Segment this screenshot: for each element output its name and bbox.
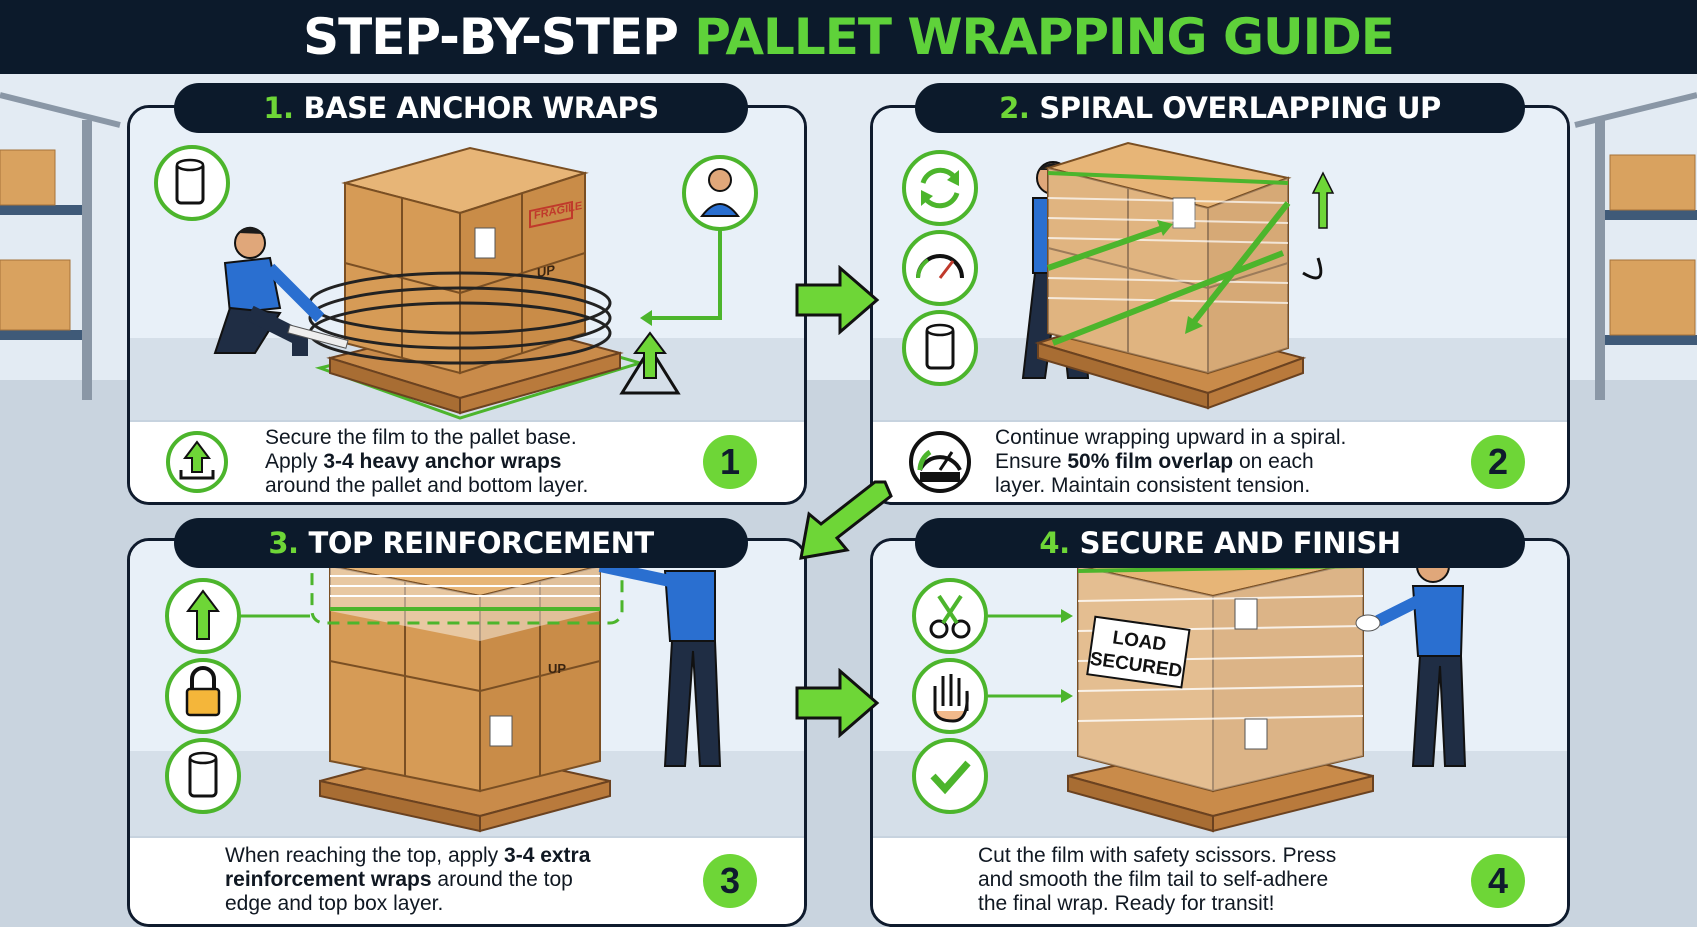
step-1-caption: Secure the film to the pallet base. Appl… (265, 426, 589, 497)
flow-arrow-3-to-4 (795, 668, 880, 738)
lock-icon (165, 658, 241, 734)
step-2-panel: Continue wrapping upward in a spiral. En… (870, 105, 1570, 505)
step-2-caption: Continue wrapping upward in a spiral. En… (995, 426, 1347, 497)
checkmark-icon (912, 738, 988, 814)
page-title: STEP-BY-STEP PALLET WRAPPING GUIDE (303, 12, 1395, 62)
up-label: UP (548, 661, 566, 676)
film-roll-icon (165, 738, 241, 814)
arrow-up-icon (165, 578, 241, 654)
step-1-panel: FRAGILE UP Secure the film to the pallet (127, 105, 807, 505)
step-4-badge: 4 (1471, 854, 1525, 908)
step-2-badge: 2 (1471, 435, 1525, 489)
step-4-header: 4.SECURE AND FINISH (915, 518, 1525, 568)
worker-icon (682, 155, 758, 231)
film-roll-icon (902, 310, 978, 386)
flow-arrow-1-to-2 (795, 265, 880, 335)
flow-arrow-2-to-3 (799, 480, 893, 560)
step-1-illustration: FRAGILE UP (130, 108, 804, 428)
title-bar: STEP-BY-STEP PALLET WRAPPING GUIDE (0, 0, 1697, 74)
up-label: UP (537, 262, 555, 281)
step-1-header: 1.BASE ANCHOR WRAPS (174, 83, 748, 133)
step-4-caption: Cut the film with safety scissors. Press… (978, 844, 1337, 915)
step-4-illustration: LOAD SECURED (873, 541, 1567, 841)
step-1-badge: 1 (703, 435, 757, 489)
step-4-panel: LOAD SECURED Cut the film with safety sc… (870, 538, 1570, 927)
title-part-2: PALLET WRAPPING GUIDE (694, 8, 1395, 66)
step-2-header: 2.SPIRAL OVERLAPPING UP (915, 83, 1525, 133)
step-3-illustration: UP (130, 541, 804, 841)
scissors-icon (912, 578, 988, 654)
step-3-panel: UP When reaching the top, apply 3-4 extr… (127, 538, 807, 927)
load-secured-sign: LOAD SECURED (1086, 615, 1191, 689)
upload-arrow-icon (619, 331, 681, 395)
step-3-caption: When reaching the top, apply 3-4 extra r… (225, 844, 591, 915)
upload-arrow-icon (166, 431, 228, 493)
right-shelf (1574, 92, 1697, 400)
step-3-header: 3.TOP REINFORCEMENT (174, 518, 748, 568)
film-roll-icon (154, 145, 230, 221)
title-part-1: STEP-BY-STEP (303, 8, 679, 66)
gauge-icon (902, 230, 978, 306)
gauge-icon (909, 431, 971, 493)
hand-icon (912, 658, 988, 734)
worker-figure (213, 226, 349, 356)
step-3-badge: 3 (703, 854, 757, 908)
left-shelf (0, 92, 121, 400)
rotate-icon (902, 150, 978, 226)
step-2-illustration (873, 108, 1567, 428)
